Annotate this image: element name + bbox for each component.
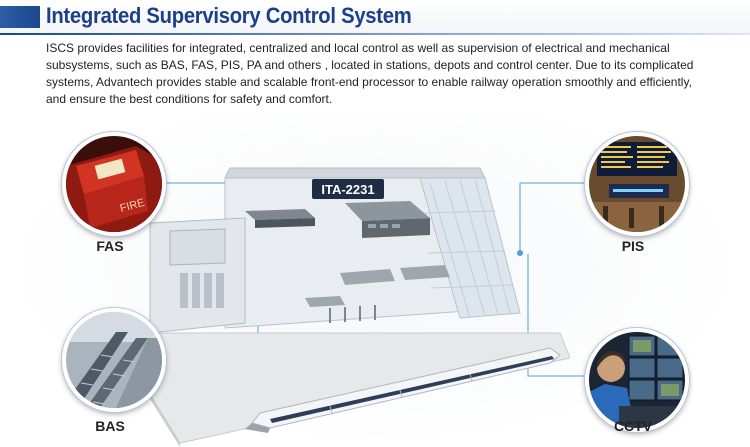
page-header: Integrated Supervisory Control System — [0, 0, 750, 35]
iscs-diagram: ITA-2231 FIRE — [0, 118, 750, 447]
fire-alarm-icon: FIRE — [66, 136, 162, 232]
page-title: Integrated Supervisory Control System — [46, 3, 412, 28]
pis-label: PIS — [621, 238, 645, 254]
title-underline — [0, 33, 750, 35]
fas-label: FAS — [96, 238, 124, 254]
bas-image — [62, 308, 166, 412]
pis-image — [585, 132, 689, 236]
passenger-info-display-icon — [589, 136, 685, 232]
station-building-illustration: ITA-2231 — [140, 167, 570, 447]
escalator-icon — [66, 312, 162, 408]
cctv-label: CCTV — [613, 418, 653, 434]
device-label: ITA-2231 — [321, 182, 374, 197]
cctv-image — [585, 328, 689, 432]
surveillance-monitor-icon — [589, 332, 685, 428]
bas-label: BAS — [95, 418, 125, 434]
page-description: ISCS provides facilities for integrated,… — [46, 41, 694, 106]
header-accent-bar — [0, 6, 40, 28]
fas-image: FIRE — [62, 132, 166, 236]
